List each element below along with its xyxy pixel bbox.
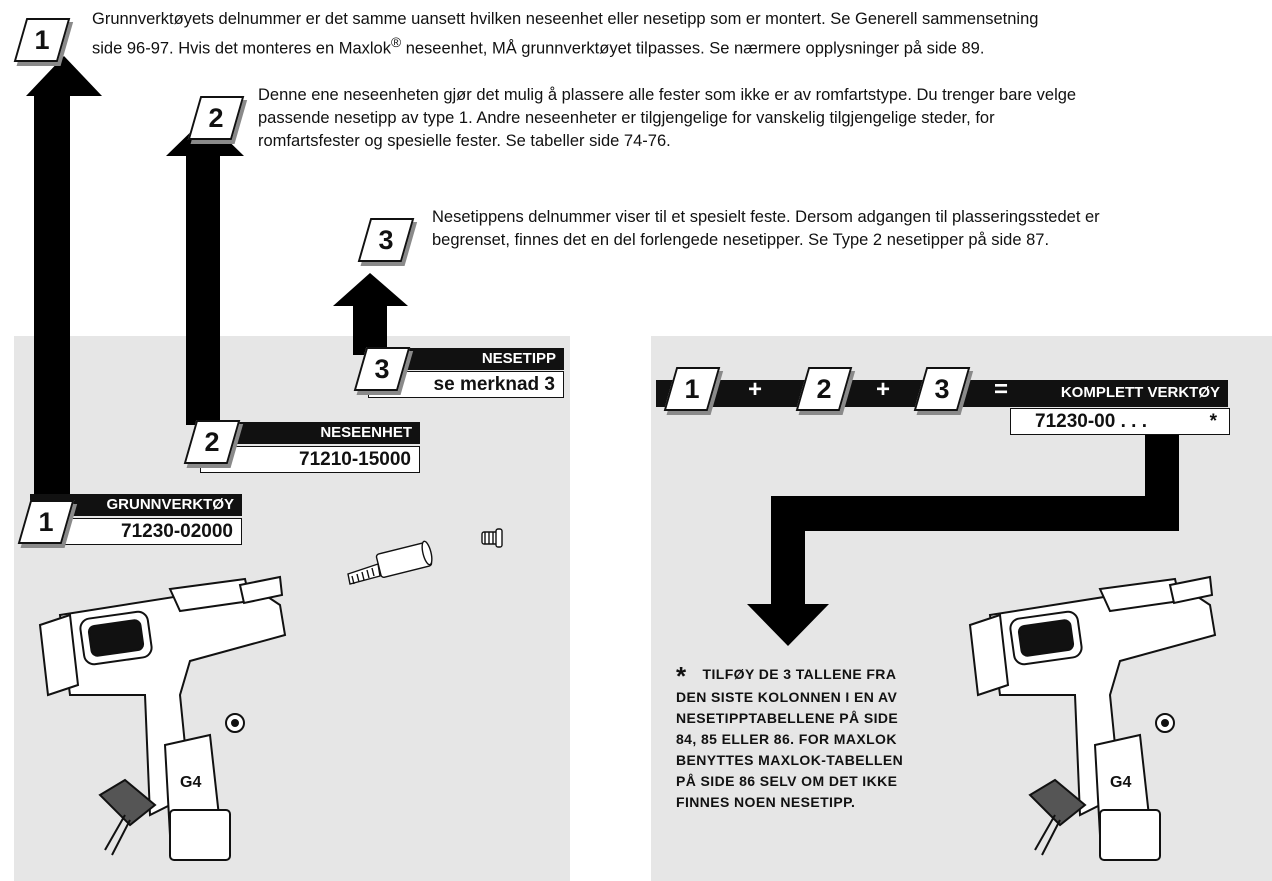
- nose-tip-illustration: [481, 528, 503, 548]
- formula-plus-1: +: [748, 376, 763, 403]
- footnote-text-1: TILFØY DE 3 TALLENE FRA: [702, 666, 897, 682]
- badge-number: 1: [34, 25, 50, 55]
- note-3: Nesetippens delnummer viser til et spesi…: [432, 206, 1262, 252]
- note-1-line-1: Grunnverktøyets delnummer er det samme u…: [92, 10, 1039, 28]
- footnote: * TILFØY DE 3 TALLENE FRA DEN SISTE KOLON…: [676, 663, 966, 813]
- rivet-tool-left-illustration: G4: [38, 575, 287, 861]
- neseenhet-number: 71210-15000: [200, 446, 420, 473]
- badge-number: 3: [374, 354, 390, 384]
- badge-number: 2: [816, 374, 832, 404]
- badge-number: 2: [208, 103, 224, 133]
- nose-assembly-illustration: [347, 540, 433, 585]
- footnote-line-2: DEN SISTE KOLONNEN I EN AV: [676, 689, 898, 705]
- badge-2-top: 2: [187, 96, 245, 140]
- note-1-line-2b: neseenhet, MÅ grunnverktøyet tilpasses. …: [401, 39, 985, 58]
- footnote-line-5: BENYTTES MAXLOK-TABELLEN: [676, 752, 904, 768]
- footnote-star: *: [676, 661, 687, 691]
- badge-3-top: 3: [357, 218, 415, 262]
- arrow-down-icon: [747, 604, 829, 646]
- arrow-1-icon: [26, 56, 102, 96]
- formula-plus-2: +: [876, 376, 891, 403]
- note-2-line-1: Denne ene neseenheten gjør det mulig å p…: [258, 86, 1077, 104]
- note-2-line-3: romfartsfester og spesielle fester. Se t…: [258, 132, 671, 150]
- arrow-3-icon: [333, 273, 408, 306]
- note-3-line-1: Nesetippens delnummer viser til et spesi…: [432, 208, 1100, 226]
- registered-mark: ®: [390, 35, 402, 50]
- badge-1-label: 1: [17, 500, 75, 544]
- formula-result-number: 71230-00 . . .: [1035, 411, 1147, 432]
- nesetipp-title: NESETIPP: [372, 348, 564, 370]
- badge-3-label: 3: [353, 347, 411, 391]
- formula-result-title: KOMPLETT VERKTØY: [1060, 384, 1220, 401]
- note-1-line-2: side 96-97. Hvis det monteres en Maxlok®…: [92, 31, 1262, 61]
- note-2: Denne ene neseenheten gjør det mulig å p…: [258, 84, 1268, 153]
- grunnverktoy-number: 71230-02000: [30, 518, 242, 545]
- badge-number: 1: [38, 507, 54, 537]
- footnote-line-7: FINNES NOEN NESETIPP.: [676, 794, 856, 810]
- note-3-line-2: begrenset, finnes det en del forlengede …: [432, 231, 1050, 249]
- badge-number: 3: [934, 374, 950, 404]
- badge-number: 1: [684, 374, 700, 404]
- grunnverktoy-title: GRUNNVERKTØY: [30, 494, 242, 516]
- badge-number: 2: [204, 427, 220, 457]
- tool-brand-right: G4: [1110, 774, 1131, 791]
- formula-badge-3: 3: [913, 367, 971, 411]
- neseenhet-title: NESEENHET: [200, 422, 420, 444]
- formula-badge-2: 2: [795, 367, 853, 411]
- footnote-line-6: PÅ SIDE 86 SELV OM DET IKKE: [676, 773, 898, 789]
- tool-brand-left: G4: [180, 774, 201, 791]
- formula-badge-1: 1: [663, 367, 721, 411]
- note-2-line-2: passende nesetipp av type 1. Andre nesee…: [258, 109, 995, 127]
- badge-number: 3: [378, 225, 394, 255]
- note-1: Grunnverktøyets delnummer er det samme u…: [92, 8, 1262, 61]
- note-1-line-2a: side 96-97. Hvis det monteres en Maxlok: [92, 39, 391, 58]
- formula-result-star: *: [1209, 411, 1217, 432]
- badge-2-label: 2: [183, 420, 241, 464]
- badge-1-top: 1: [13, 18, 71, 62]
- rivet-tool-right-illustration: G4: [968, 575, 1217, 861]
- footnote-line-4: 84, 85 ELLER 86. FOR MAXLOK: [676, 731, 897, 747]
- formula-result-box: 71230-00 . . . *: [1010, 408, 1230, 435]
- footnote-line-1: * TILFØY DE 3 TALLENE FRA: [676, 663, 966, 689]
- footnote-line-3: NESETIPPTABELLENE PÅ SIDE: [676, 710, 899, 726]
- formula-equals: =: [994, 376, 1009, 403]
